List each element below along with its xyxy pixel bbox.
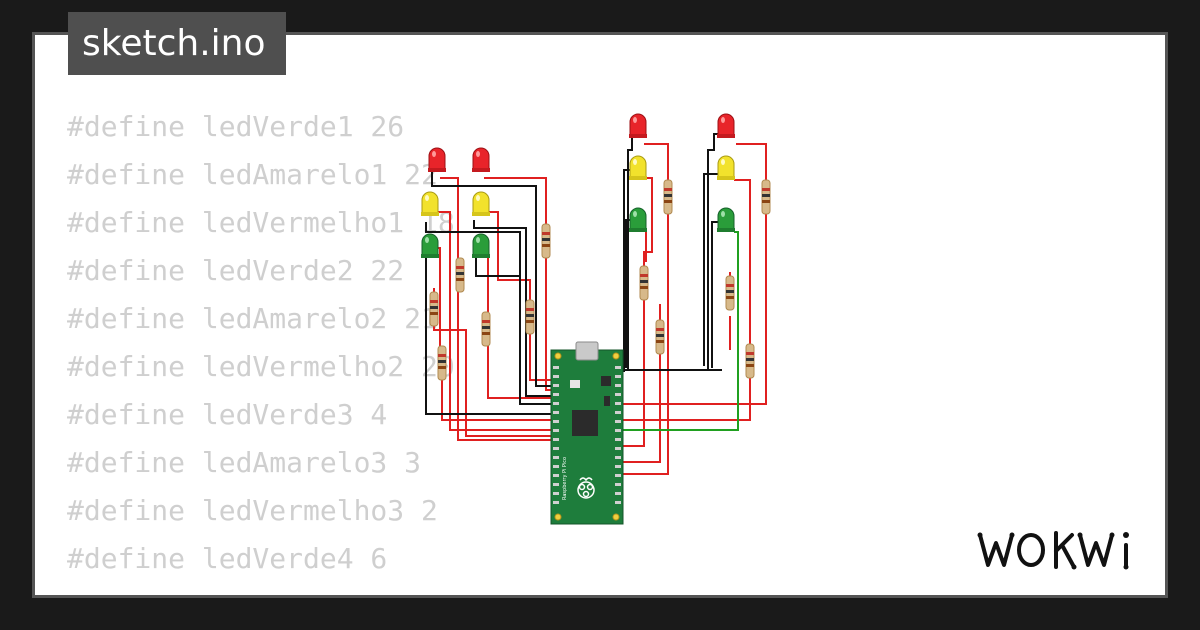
resistor — [429, 291, 439, 327]
code-listing: #define ledVerde1 26 #define ledAmarelo1… — [67, 103, 455, 595]
code-line: #define ledVerde4 6 — [67, 542, 388, 575]
resistor — [481, 311, 491, 347]
led-red-icon — [428, 147, 446, 172]
resistors — [429, 179, 771, 381]
resistor — [541, 223, 551, 259]
usb-port — [575, 341, 599, 361]
code-line: #define ledVermelho3 2 — [67, 494, 438, 527]
rp2040-chip — [572, 410, 598, 436]
resistor — [761, 179, 771, 215]
code-line: #define ledVerde2 22 — [67, 254, 405, 287]
led-green-icon — [717, 207, 735, 232]
code-line: #define ledVerde1 26 — [67, 110, 405, 143]
led-yellow-icon — [472, 191, 490, 216]
code-line: #define ledAmarelo2 21 — [67, 302, 438, 335]
resistor — [525, 299, 535, 335]
code-line: #define ledAmarelo4 7 — [67, 583, 455, 595]
led-red-icon — [472, 147, 490, 172]
led-yellow-icon — [717, 155, 735, 180]
led-red-icon — [717, 113, 735, 138]
code-line: #define ledVerde3 4 — [67, 398, 388, 431]
leds — [421, 113, 735, 258]
code-line: #define ledAmarelo3 3 — [67, 446, 422, 479]
led-yellow-icon — [421, 191, 439, 216]
led-green-icon — [472, 233, 490, 258]
wokwi-logo-icon[interactable] — [976, 525, 1152, 575]
file-tab[interactable]: sketch.ino — [68, 12, 286, 75]
board-label: Raspberry Pi Pico — [562, 457, 568, 500]
pico-board[interactable]: Raspberry Pi Pico — [550, 341, 624, 525]
resistor — [437, 345, 447, 381]
resistor — [655, 319, 665, 355]
resistor — [455, 257, 465, 293]
resistor — [663, 179, 673, 215]
led-red-icon — [629, 113, 647, 138]
resistor — [639, 265, 649, 301]
led-green-icon — [629, 207, 647, 232]
resistor — [745, 343, 755, 379]
led-green-icon — [421, 233, 439, 258]
led-yellow-icon — [629, 155, 647, 180]
resistor — [725, 275, 735, 311]
raspberry-logo-icon — [577, 477, 595, 499]
